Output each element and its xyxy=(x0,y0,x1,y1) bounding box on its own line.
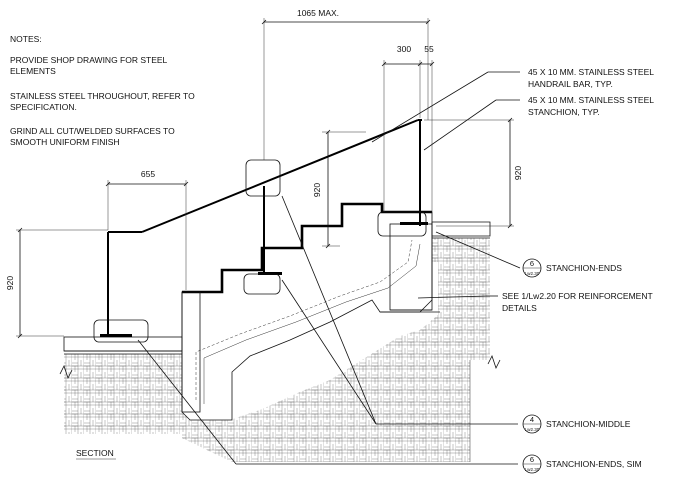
dim-300: 300 xyxy=(397,44,411,54)
dim-55: 55 xyxy=(424,44,434,54)
dim-655: 655 xyxy=(141,169,155,179)
detail-boxes xyxy=(93,159,427,343)
detail-num: 6 xyxy=(530,455,534,464)
dimensions xyxy=(16,18,514,339)
detail-ref-stanchion-ends: 6 Lw2.30 STANCHION-ENDS xyxy=(522,258,622,278)
break-marks xyxy=(59,354,501,380)
detail-ref-stanchion-ends-sim: 6 Lw2.30 STANCHION-ENDS, SIM xyxy=(522,454,642,474)
note-2-line-2: SPECIFICATION. xyxy=(10,102,77,112)
lower-landing xyxy=(63,336,183,355)
detail-label: STANCHION-MIDDLE xyxy=(546,419,631,429)
note-2-line-1: STAINLESS STEEL THROUGHOUT, REFER TO xyxy=(10,91,195,101)
concrete-stair xyxy=(181,202,440,421)
detail-ref-stanchion-middle: 4 Lw2.30 STANCHION-MIDDLE xyxy=(522,414,631,434)
detail-num: 6 xyxy=(530,259,534,268)
callout-handrail-line-2: HANDRAIL BAR, TYP. xyxy=(528,79,613,89)
dim-920-right: 920 xyxy=(513,166,523,180)
dim-920-middle: 920 xyxy=(312,183,322,197)
detail-label: STANCHION-ENDS, SIM xyxy=(546,459,642,469)
note-1-line-1: PROVIDE SHOP DRAWING FOR STEEL xyxy=(10,55,168,65)
detail-num: 4 xyxy=(530,415,534,424)
leader-lines xyxy=(137,71,521,465)
note-3-line-1: GRIND ALL CUT/WELDED SURFACES TO xyxy=(10,126,175,136)
callout-reinforcement-line-1: SEE 1/Lw2.20 FOR REINFORCEMENT xyxy=(502,291,653,301)
callout-reinforcement-line-2: DETAILS xyxy=(502,303,537,313)
callout-stanchion-line-2: STANCHION, TYP. xyxy=(528,107,600,117)
callout-handrail-line-1: 45 X 10 MM. STAINLESS STEEL xyxy=(528,67,654,77)
detail-sheet: Lw2.30 xyxy=(525,271,540,276)
detail-sheet: Lw2.30 xyxy=(525,427,540,432)
note-1-line-2: ELEMENTS xyxy=(10,66,56,76)
note-3-line-2: SMOOTH UNIFORM FINISH xyxy=(10,137,120,147)
upper-landing xyxy=(431,221,491,239)
callout-stanchion-line-1: 45 X 10 MM. STAINLESS STEEL xyxy=(528,95,654,105)
detail-label: STANCHION-ENDS xyxy=(546,263,622,273)
detail-sheet: Lw2.30 xyxy=(525,467,540,472)
section-title: SECTION xyxy=(76,448,114,458)
notes-heading: NOTES: xyxy=(10,34,42,44)
dim-920-left: 920 xyxy=(5,276,15,290)
dim-1065-max: 1065 MAX. xyxy=(297,8,339,18)
ground-hatch xyxy=(64,238,490,462)
